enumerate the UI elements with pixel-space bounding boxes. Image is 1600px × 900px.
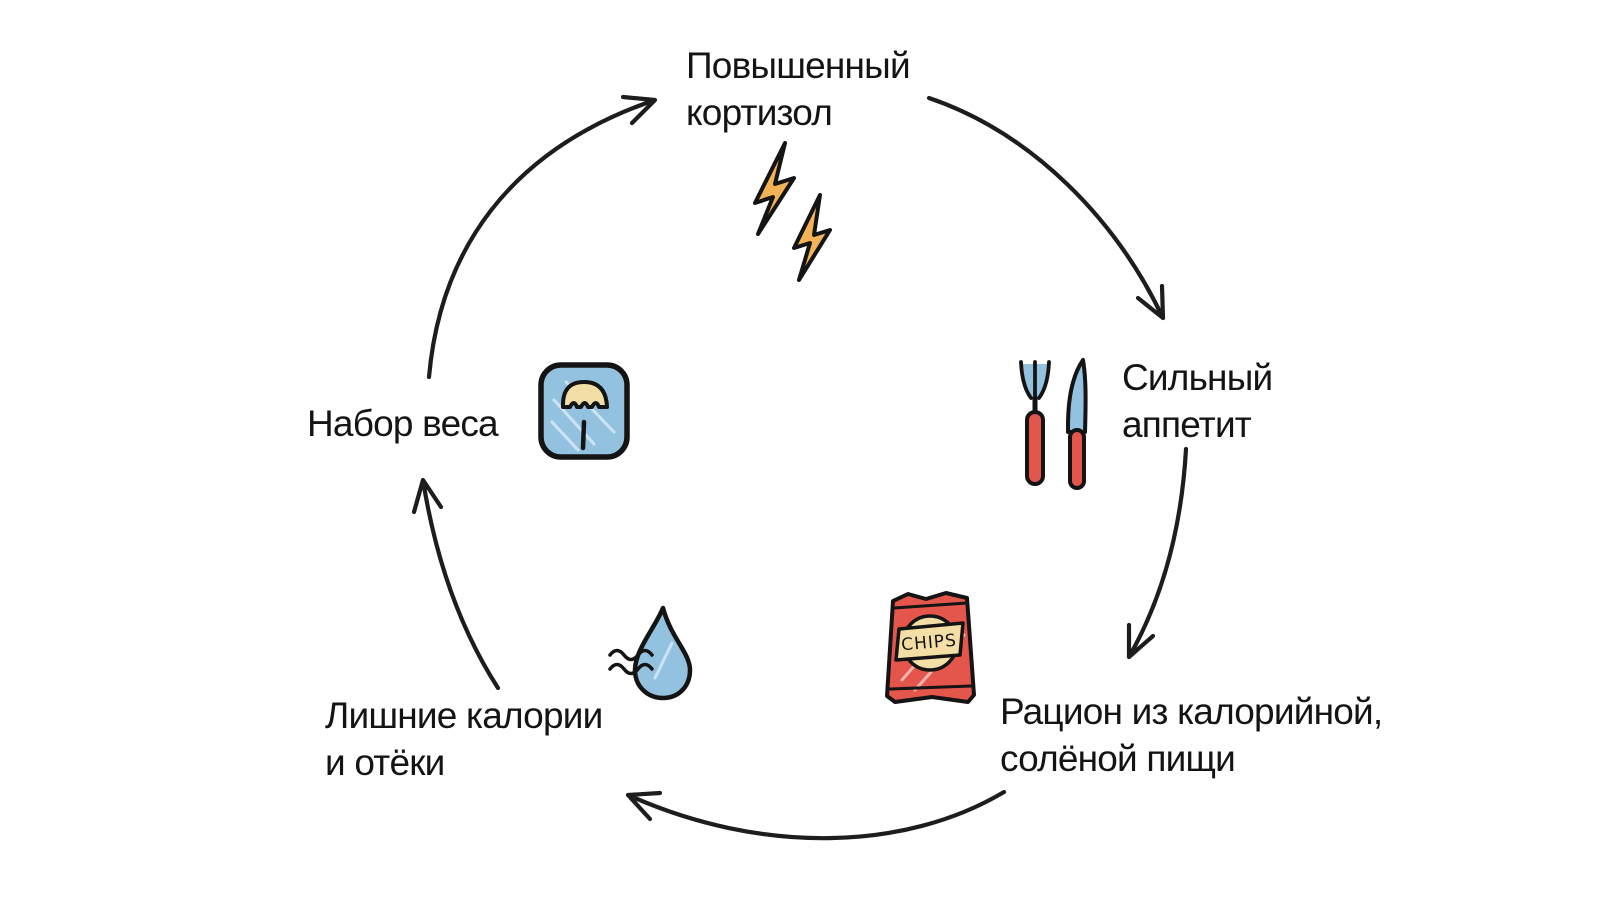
label-salty-calorie-diet: Рацион из калорийной, солёной пищи — [1000, 688, 1383, 782]
label-line: Лишние калории — [325, 695, 603, 736]
lightning-bolt-2 — [792, 193, 832, 282]
knife — [1066, 358, 1088, 490]
label-line: солёной пищи — [1000, 738, 1236, 779]
label-excess-calories-edema: Лишние калории и отёки — [325, 692, 603, 786]
arrow-appetite-to-diet — [1126, 446, 1189, 660]
wave-line-2 — [608, 662, 654, 676]
chips-bag-icon: CHIPS — [885, 591, 976, 704]
arrow-weight-to-cortisol — [426, 94, 658, 380]
water-drop-icon — [608, 605, 693, 701]
label-line: Сильный — [1122, 357, 1273, 398]
arrow-cortisol-to-appetite — [926, 95, 1166, 321]
label-line: и отёки — [325, 742, 445, 783]
fork-and-knife-icon — [1019, 358, 1088, 490]
water-drop — [632, 605, 693, 701]
chips-label-banner — [894, 621, 965, 662]
label-elevated-cortisol: Повышенный кортизол — [686, 42, 911, 136]
label-strong-appetite: Сильный аппетит — [1122, 354, 1273, 448]
arrow-calories-to-weight — [411, 477, 501, 691]
label-line: Рацион из калорийной, — [1000, 691, 1383, 732]
label-line: Повышенный — [686, 45, 911, 86]
label-line: кортизол — [686, 92, 833, 133]
lightning-bolts-icon — [753, 141, 832, 282]
wave-line-1 — [608, 648, 654, 662]
label-line: аппетит — [1122, 404, 1252, 445]
scale-dial — [560, 380, 609, 409]
bathroom-scale-icon — [538, 362, 630, 460]
chips-label-text: CHIPS — [900, 631, 957, 656]
lightning-bolt-1 — [753, 141, 796, 236]
scale-pointer — [580, 419, 587, 451]
arrow-diet-to-calories — [625, 789, 1007, 841]
label-weight-gain: Набор веса — [307, 400, 499, 447]
fork — [1019, 360, 1051, 486]
label-line: Набор веса — [307, 403, 499, 444]
